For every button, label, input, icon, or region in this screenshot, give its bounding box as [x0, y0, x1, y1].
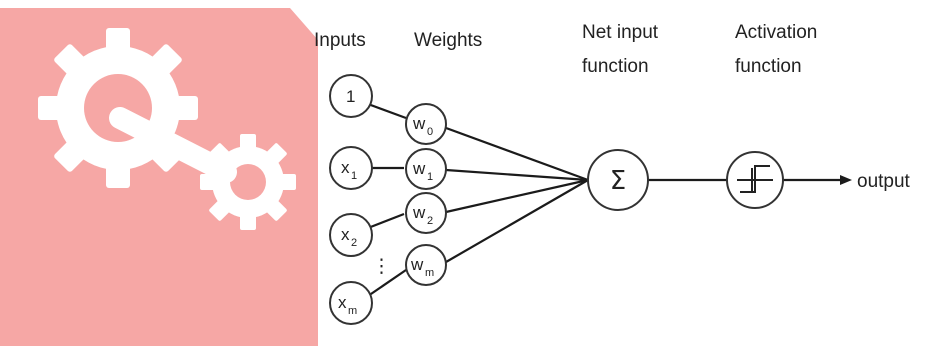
output-label: output	[857, 171, 911, 192]
activation-header-line1: Activation	[735, 22, 817, 43]
output-arrowhead	[840, 175, 852, 185]
step-function-icon	[737, 165, 773, 193]
edge-input-2	[367, 212, 405, 230]
weight-node-w2-sub: 2	[427, 215, 433, 227]
activation-node	[726, 151, 784, 209]
input-node-xm: x m	[329, 281, 373, 325]
input-node-x2: x 2	[329, 213, 373, 257]
weight-node-w0-base: w	[412, 114, 426, 133]
input-node-xm-sub: m	[348, 305, 357, 317]
input-node-bias: 1	[329, 74, 373, 118]
net-input-header-line2: function	[582, 56, 649, 77]
weight-node-w0-sub: 0	[427, 126, 433, 138]
weight-node-w1: w 1	[405, 148, 447, 190]
weight-node-w1-base: w	[412, 159, 426, 178]
edge-weight-m	[445, 179, 589, 263]
net-input-sum-node: Σ	[587, 149, 649, 211]
input-node-x2-base: x	[341, 225, 350, 244]
net-input-header-line1: Net input	[582, 22, 659, 43]
input-node-x1-sub: 1	[351, 170, 357, 182]
edge-input-m	[367, 269, 407, 297]
weight-node-wm: w m	[405, 244, 447, 286]
weight-node-wm-sub: m	[425, 267, 434, 279]
sum-symbol: Σ	[610, 166, 626, 196]
weight-node-w0: w 0	[405, 103, 447, 145]
ellipsis: ⋮	[372, 256, 391, 277]
input-node-x2-sub: 2	[351, 237, 357, 249]
gear-logo-watermark	[0, 8, 318, 346]
weight-node-wm-base: w	[410, 255, 424, 274]
weight-node-w2: w 2	[405, 192, 447, 234]
weight-node-w1-sub: 1	[427, 171, 433, 183]
weight-node-w2-base: w	[412, 203, 426, 222]
inputs-header: Inputs	[314, 30, 366, 51]
input-node-xm-base: x	[338, 293, 347, 312]
edge-input-0	[367, 102, 407, 120]
edge-weight-0	[445, 126, 589, 182]
input-node-bias-label: 1	[346, 87, 355, 106]
activation-header-line2: function	[735, 56, 802, 77]
edge-weight-2	[445, 178, 589, 214]
weights-header: Weights	[414, 30, 482, 51]
input-node-x1: x 1	[329, 146, 373, 190]
edge-weight-1	[445, 168, 589, 182]
input-node-x1-base: x	[341, 158, 350, 177]
